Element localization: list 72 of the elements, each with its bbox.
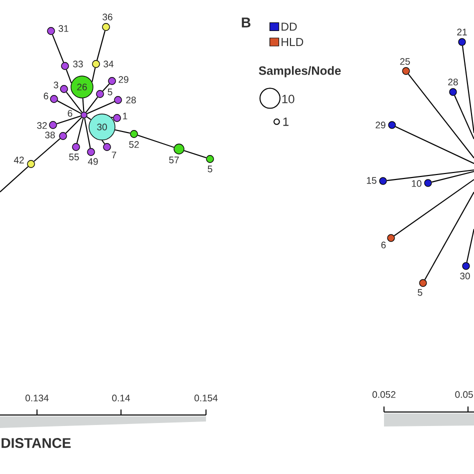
connector-line [386,169,474,182]
connector-line [92,68,96,82]
node-label: 7 [112,152,116,158]
node-label: 31 [58,25,68,32]
node-label: 6 [68,110,72,117]
node-label: 6 [44,92,48,100]
connector-line [466,228,474,262]
node-label: 36 [102,14,112,20]
node-label: 33 [73,60,83,68]
legend-title: Samples/Node [258,66,341,78]
node-label: 5 [418,289,422,296]
connector-line [56,116,81,124]
legend-label: 10 [282,94,294,104]
node-label: 30 [460,272,470,280]
connector-line [138,134,174,148]
connector-line [114,129,130,134]
node-label: 29 [376,122,386,128]
connector-line [34,138,60,162]
node-label: 15 [366,177,376,184]
connector-line [424,192,474,280]
node-label: 28 [126,96,136,104]
node-label: 42 [14,156,24,164]
connector-line [57,100,82,114]
connector-line [96,30,106,60]
connector-line [66,70,72,84]
connector-line [86,116,92,120]
legend-label: DD [282,22,297,31]
node-label: 52 [129,141,139,148]
node-label: 34 [104,60,114,68]
legend-label: 1 [283,118,288,126]
connector-line [102,140,106,144]
node-label: 57 [169,156,179,164]
connector-line [52,34,64,63]
connector-line [102,84,110,92]
connector-line [86,96,98,113]
node-label: 5 [208,166,212,172]
connector-line [0,166,28,192]
node-label: 3 [54,82,58,88]
panel-letter: B [242,18,250,28]
connector-line [76,118,84,144]
scale-label: 0.134 [26,394,49,402]
scale-label: 0.05 [455,391,473,398]
scale-label: 0.052 [372,391,396,398]
connector-line [395,126,474,164]
connector-line [432,171,474,183]
node-label: 1 [123,112,128,120]
connector-line [408,74,474,158]
connector-line [462,46,474,134]
connector-line [84,118,91,148]
scale-label: 0.14 [112,394,130,402]
node-label: 28 [448,78,458,86]
node-label: 10 [412,180,422,187]
node-label: 38 [45,132,55,138]
node-label: 6 [381,242,386,248]
node-label: 55 [69,154,79,160]
connector-line [66,92,82,113]
node-label: 29 [118,76,128,83]
node-label: 25 [400,58,410,65]
connector-line [184,150,206,158]
node-label: 21 [457,28,467,36]
axis-title: DISTANCE [2,438,71,448]
connector-line [111,116,114,118]
legend-label: HLD [282,38,304,46]
connector-line [394,179,474,236]
node-label: 32 [37,122,47,129]
connector-line [82,98,84,112]
connector-line [86,101,115,114]
scale-label: 0.154 [194,394,218,402]
connector-line [454,95,474,140]
connector-line [65,117,82,134]
node-label: 5 [108,88,112,96]
node-label: 49 [88,158,98,165]
